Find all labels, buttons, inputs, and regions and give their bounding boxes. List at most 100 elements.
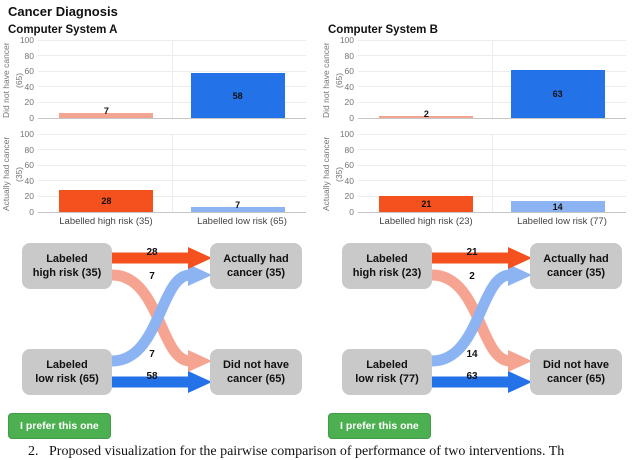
panel-system-b: Computer System B Did not have cancer (6…: [320, 19, 640, 439]
y-tick-label: 100: [19, 35, 34, 45]
flow-value-label: 7: [149, 349, 155, 360]
gridline: [358, 195, 626, 197]
gridline: [38, 180, 306, 182]
arrowhead-icon: [188, 371, 212, 393]
systems-panels: Computer System A Did not have cancer (6…: [0, 19, 640, 439]
bar-low-risk: 63: [510, 69, 605, 118]
gridline: [38, 70, 306, 72]
gridline-vertical: [492, 135, 493, 212]
gridline-vertical: [172, 41, 173, 118]
gridline: [358, 40, 626, 41]
flow-value-label: 21: [466, 247, 478, 258]
y-tick-label: 0: [29, 113, 34, 123]
arrowhead-icon: [508, 264, 532, 286]
y-tick-label: 40: [24, 175, 34, 186]
plot-area: 7 58: [38, 40, 306, 119]
sankey-diagram-b: Labeled high risk (23) Labeled low risk …: [342, 243, 622, 395]
gridline: [358, 134, 626, 135]
y-axis-label: Actually had cancer (35): [1, 136, 24, 212]
gridline: [358, 180, 626, 182]
flow-value-label: 14: [466, 349, 478, 360]
y-tick-label: 0: [29, 207, 34, 217]
box-label: high risk (35): [33, 267, 102, 279]
x-label-high-risk: Labelled high risk (35): [59, 216, 153, 227]
x-label-low-risk: Labelled low risk (77): [517, 216, 607, 227]
plot-area: 2 63: [358, 40, 626, 120]
box-label: Labeled: [46, 359, 88, 371]
box-labeled-high-risk: [22, 243, 112, 289]
sankey-diagram-a: Labeled high risk (35) Labeled low risk …: [22, 243, 302, 395]
box-did-not-have-cancer: [530, 349, 622, 395]
arrowhead-icon: [188, 350, 212, 372]
y-tick-label: 100: [339, 35, 354, 45]
box-label: cancer (35): [227, 267, 285, 279]
bar-value-label: 28: [101, 196, 112, 207]
box-label: Labeled: [366, 253, 408, 265]
bar-value-label: 7: [235, 199, 241, 210]
box-label: Did not have: [543, 359, 609, 371]
plot-area: 28 7: [38, 134, 306, 213]
y-axis-label: Did not have cancer (65): [321, 42, 344, 118]
bar-high-risk: 21: [379, 195, 474, 212]
gridline: [38, 55, 306, 57]
box-label: Actually had: [543, 253, 608, 265]
y-tick-label: 100: [339, 129, 354, 139]
y-axis-label: Did not have cancer (65): [1, 42, 24, 118]
y-tick-label: 0: [349, 207, 354, 217]
bar-value-label: 63: [552, 88, 563, 99]
flow-value-label: 63: [466, 371, 478, 382]
arrowhead-icon: [508, 247, 532, 269]
box-label: low risk (77): [355, 373, 419, 385]
prefer-button-a[interactable]: I prefer this one: [8, 413, 111, 439]
flow-value-label: 7: [149, 271, 155, 282]
y-tick-label: 20: [24, 191, 34, 202]
box-label: cancer (35): [547, 267, 605, 279]
page-title: Cancer Diagnosis: [8, 4, 118, 19]
arrowhead-icon: [188, 247, 212, 269]
gridline: [358, 86, 626, 88]
gridline: [358, 70, 626, 72]
y-tick-label: 20: [24, 97, 34, 108]
gridline: [38, 149, 306, 151]
bar-low-risk: 14: [510, 201, 605, 212]
prefer-button-b[interactable]: I prefer this one: [328, 413, 431, 439]
y-tick-label: 80: [344, 144, 354, 155]
system-a-title: Computer System A: [8, 24, 118, 36]
flow-low-to-cancer: [111, 269, 192, 367]
y-tick-label: 20: [344, 191, 354, 202]
arrowhead-icon: [508, 371, 532, 393]
flow-value-label: 58: [146, 371, 158, 382]
gridline-vertical: [492, 41, 493, 118]
box-label: Did not have: [223, 359, 289, 371]
arrowhead-icon: [188, 264, 212, 286]
box-actually-had-cancer: [210, 243, 302, 289]
x-axis-labels: Labelled high risk (23) Labelled low ris…: [358, 216, 630, 227]
arrowhead-icon: [508, 350, 532, 372]
gridline: [358, 55, 626, 57]
bar-value-label: 2: [423, 109, 429, 120]
y-tick-label: 80: [24, 50, 34, 61]
bar-low-risk: 58: [190, 73, 285, 118]
figure-caption: 2. Proposed visualization for the pairwi…: [28, 444, 565, 459]
y-tick-label: 60: [344, 160, 354, 171]
bar-value-label: 58: [232, 90, 243, 101]
gridline: [358, 149, 626, 151]
x-label-low-risk: Labelled low risk (65): [197, 216, 287, 227]
gridline: [38, 195, 306, 197]
y-tick-label: 60: [344, 66, 354, 77]
box-labeled-low-risk: [342, 349, 432, 395]
box-label: cancer (65): [227, 373, 285, 385]
y-tick-label: 40: [344, 81, 354, 92]
gridline: [38, 40, 306, 41]
bar-high-risk: 28: [59, 190, 154, 212]
gridline: [358, 101, 626, 103]
x-label-high-risk: Labelled high risk (23): [379, 216, 473, 227]
bar-high-risk: 7: [59, 106, 154, 118]
